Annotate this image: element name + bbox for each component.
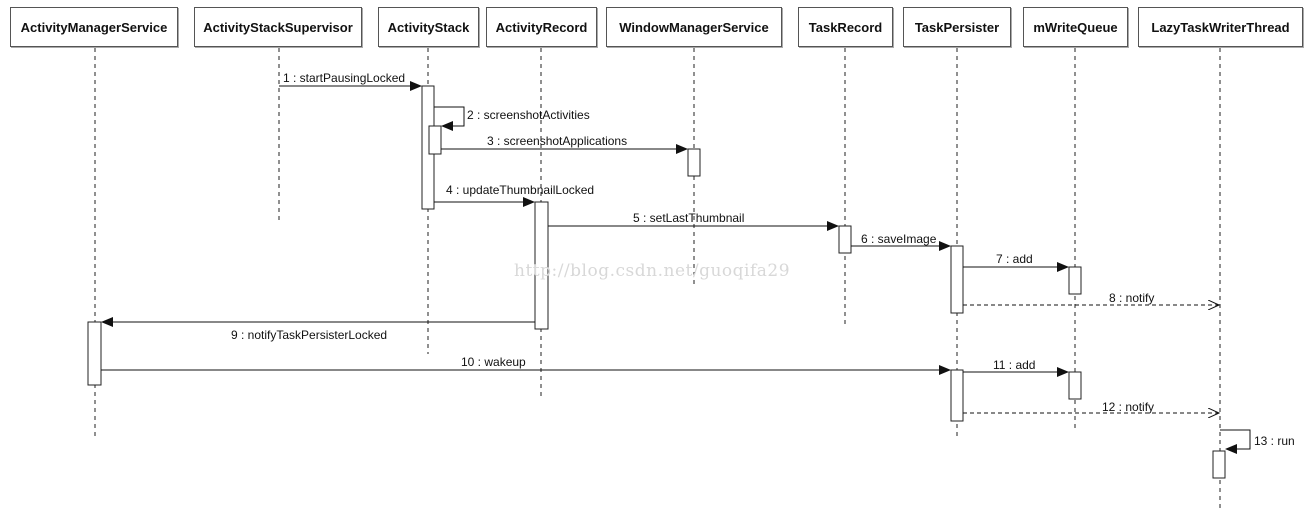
message-9: 9 : notifyTaskPersisterLocked — [101, 317, 535, 342]
participant-activityrecord: ActivityRecord — [486, 7, 597, 47]
message-12-async: 12 : notify — [963, 400, 1219, 414]
participant-activitystack: ActivityStack — [378, 7, 479, 47]
message-10: 10 : wakeup — [101, 355, 951, 375]
message-6: 6 : saveImage — [851, 232, 951, 251]
message-5: 5 : setLastThumbnail — [548, 211, 839, 231]
participant-windowmanagerservice: WindowManagerService — [606, 7, 782, 47]
message-11: 11 : add — [963, 358, 1069, 377]
participant-taskpersister: TaskPersister — [903, 7, 1011, 47]
participant-taskrecord: TaskRecord — [798, 7, 893, 47]
svg-text:3 : screenshotApplications: 3 : screenshotApplications — [487, 134, 627, 148]
message-2-self: 2 : screenshotActivities — [434, 106, 590, 131]
message-1: 1 : startPausingLocked — [279, 71, 422, 91]
participant-mwritequeue: mWriteQueue — [1023, 7, 1128, 47]
participant-lazytaskwriterthread: LazyTaskWriterThread — [1138, 7, 1303, 47]
activation-bar — [950, 369, 964, 422]
activation-bar — [1068, 266, 1082, 295]
activation-bar — [1068, 371, 1082, 400]
svg-text:13 : run: 13 : run — [1254, 434, 1295, 448]
activation-bar — [428, 125, 442, 155]
activation-bar — [687, 148, 701, 177]
svg-text:1 : startPausingLocked: 1 : startPausingLocked — [283, 71, 405, 85]
svg-text:6 : saveImage: 6 : saveImage — [861, 232, 937, 246]
message-4: 4 : updateThumbnailLocked — [434, 183, 594, 207]
svg-text:7 : add: 7 : add — [996, 252, 1033, 266]
watermark: http://blog.csdn.net/guoqifa29 — [514, 261, 790, 281]
activation-bar — [950, 245, 964, 314]
svg-text:9 : notifyTaskPersisterLocked: 9 : notifyTaskPersisterLocked — [231, 328, 387, 342]
svg-text:12 : notify: 12 : notify — [1102, 400, 1154, 414]
message-7: 7 : add — [963, 252, 1069, 272]
svg-text:5 : setLastThumbnail: 5 : setLastThumbnail — [633, 211, 744, 225]
message-8-async: 8 : notify — [963, 291, 1219, 305]
activation-bar — [838, 225, 852, 254]
svg-text:2 : screenshotActivities: 2 : screenshotActivities — [467, 108, 590, 122]
message-13-self: 13 : run — [1220, 429, 1295, 454]
svg-text:11 : add: 11 : add — [993, 358, 1035, 372]
svg-text:4 : updateThumbnailLocked: 4 : updateThumbnailLocked — [446, 183, 594, 197]
message-3: 3 : screenshotApplications — [441, 134, 688, 154]
participant-activitystacksupervisor: ActivityStackSupervisor — [194, 7, 362, 47]
activation-bar — [534, 201, 549, 330]
activation-bar — [87, 321, 102, 386]
svg-text:10 : wakeup: 10 : wakeup — [461, 355, 526, 369]
activation-bar — [1212, 450, 1226, 479]
svg-text:8 : notify: 8 : notify — [1109, 291, 1154, 305]
participant-activitymanagerservice: ActivityManagerService — [10, 7, 178, 47]
